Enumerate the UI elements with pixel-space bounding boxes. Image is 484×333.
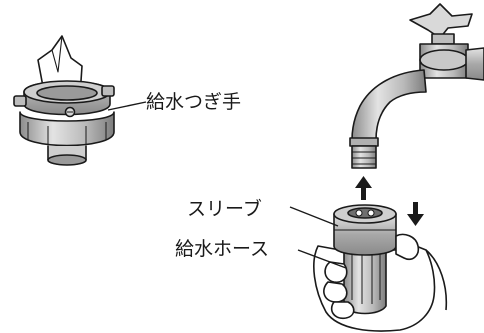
label-faucet-fitting: 給水つぎ手 [146,91,242,113]
hose-leader-line [297,249,347,269]
water-tap [349,3,484,169]
faucet-fitting [13,35,115,166]
arrow-up-icon [355,176,372,200]
tap-spout [351,69,427,141]
sleeve-leader-line [289,206,339,227]
label-sleeve: スリーブ [187,198,262,220]
arrow-down-icon [407,202,424,226]
label-supply-hose: 給水ホース [175,238,270,260]
tap-handle [409,3,473,39]
hose-and-hand [313,204,448,332]
fitting-leader-line [107,101,147,111]
